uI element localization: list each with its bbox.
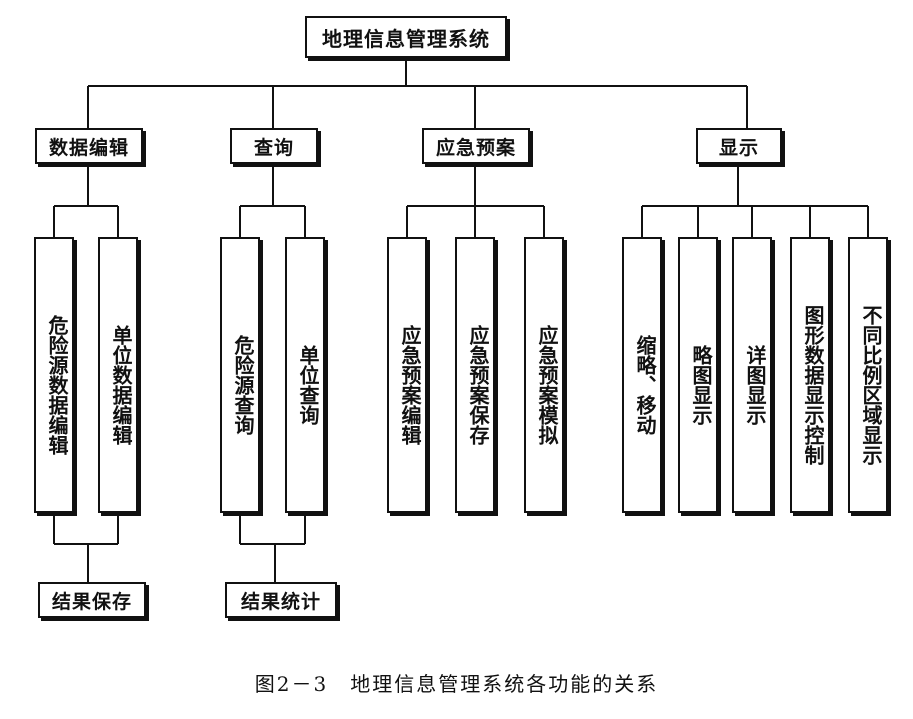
node-hazard-query: 危险源查询 [220, 237, 260, 513]
node-unit-query: 单位查询 [285, 237, 325, 513]
node-graphic-data-control: 图形数据显示控制 [790, 237, 830, 513]
result-statistics: 结果统计 [225, 582, 337, 618]
node-overview-display: 略图显示 [678, 237, 718, 513]
node-unit-data-edit: 单位数据编辑 [98, 237, 138, 513]
category-emergency-plan: 应急预案 [422, 128, 530, 164]
node-detail-display: 详图显示 [732, 237, 772, 513]
root-node: 地理信息管理系统 [305, 16, 507, 58]
node-plan-simulate: 应急预案模拟 [524, 237, 564, 513]
node-plan-save: 应急预案保存 [455, 237, 495, 513]
category-query: 查询 [230, 128, 318, 164]
figure-caption: 图2－3 地理信息管理系统各功能的关系 [254, 672, 659, 696]
node-zoom-move: 缩略、移动 [622, 237, 662, 513]
category-data-edit: 数据编辑 [35, 128, 143, 164]
node-plan-edit: 应急预案编辑 [387, 237, 427, 513]
node-scale-region-display: 不同比例区域显示 [848, 237, 888, 513]
category-display: 显示 [696, 128, 782, 164]
result-save: 结果保存 [38, 582, 146, 618]
node-hazard-data-edit: 危险源数据编辑 [34, 237, 74, 513]
